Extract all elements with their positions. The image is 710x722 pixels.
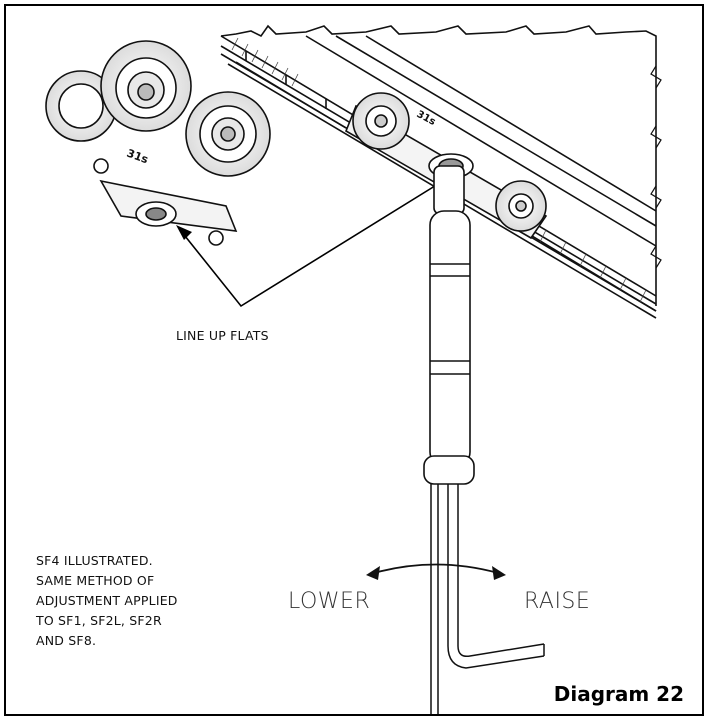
arrowhead-lower [366, 566, 380, 580]
note-line: ADJUSTMENT APPLIED [36, 593, 178, 608]
rotation-arrow [373, 563, 499, 574]
arrowhead-left [176, 225, 192, 240]
diagram-frame: 31s 31s [4, 4, 704, 716]
diagram-title: Diagram 22 [553, 682, 684, 706]
loose-carriage: 31s [45, 40, 271, 246]
adjustment-tool [423, 165, 475, 485]
illustration-note: SF4 ILLUSTRATED. SAME METHOD OF ADJUSTME… [36, 551, 236, 651]
note-line: SF4 ILLUSTRATED. [36, 553, 153, 568]
arrowhead-raise [492, 566, 506, 580]
diagram-illustration: 31s 31s [45, 24, 662, 714]
note-line: SAME METHOD OF [36, 573, 155, 588]
raise-label: RAISE [524, 589, 591, 614]
note-line: TO SF1, SF2L, SF2R [36, 613, 162, 628]
svg-text:31s: 31s [125, 147, 150, 167]
section-break-marks [650, 65, 662, 269]
lower-label: LOWER [288, 589, 371, 614]
line-up-flats-label: LINE UP FLATS [176, 328, 269, 343]
svg-text:31s: 31s [415, 109, 438, 128]
note-line: AND SF8. [36, 633, 97, 648]
leader-arrows [180, 175, 452, 308]
